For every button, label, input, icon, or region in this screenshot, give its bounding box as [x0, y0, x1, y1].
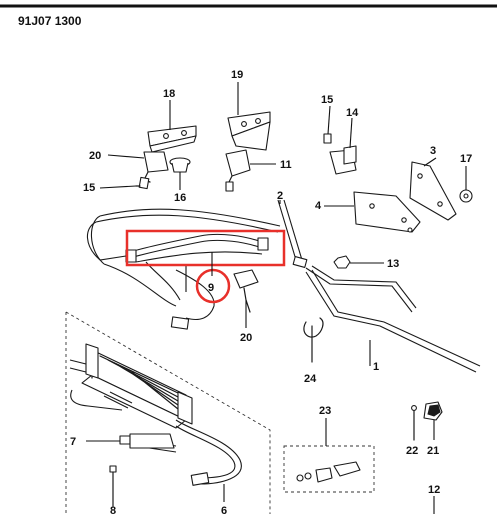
- highlight-circle: [195, 268, 231, 304]
- label-4: 4: [315, 200, 322, 212]
- label-12: 12: [428, 484, 440, 496]
- cap-21: [423, 401, 443, 440]
- clip-20-lower: [233, 269, 259, 328]
- label-18: 18: [163, 88, 175, 100]
- label-16: 16: [174, 192, 186, 204]
- diagram-code: 91J07 1300: [18, 14, 82, 28]
- bracket-19: [227, 82, 271, 151]
- label-21: 21: [427, 445, 439, 457]
- bracket-14: [323, 105, 357, 175]
- label-7: 7: [70, 436, 76, 448]
- label-9: 9: [208, 282, 214, 294]
- bolt-15-left: [99, 176, 150, 190]
- label-11: 11: [280, 159, 292, 171]
- cooler-line-lower-left: [145, 261, 215, 330]
- clip-20-upper: [107, 151, 169, 183]
- label-23: 23: [319, 405, 331, 417]
- label-20-lower: 20: [240, 332, 252, 344]
- cooler-line-6: [135, 419, 242, 486]
- label-24: 24: [304, 373, 317, 385]
- bolt-8: [109, 465, 117, 507]
- label-22: 22: [406, 445, 418, 457]
- label-15-left: 15: [83, 182, 95, 194]
- cooler-line-upper: [86, 208, 281, 307]
- valve-22: [411, 405, 417, 441]
- bracket-18: [147, 100, 197, 153]
- fitting-7: [86, 433, 175, 449]
- label-2: 2: [277, 190, 283, 202]
- highlight-box: [125, 229, 286, 267]
- label-17: 17: [460, 153, 472, 165]
- label-13: 13: [387, 258, 399, 270]
- label-6: 6: [221, 505, 227, 514]
- bracket-4: [324, 191, 421, 233]
- cooler-line-1: [305, 265, 481, 373]
- label-3: 3: [430, 145, 436, 157]
- clamp-24: [303, 317, 324, 363]
- kit-23: [283, 418, 375, 493]
- nut-13: [333, 255, 384, 269]
- cooler-line-9: [125, 233, 269, 263]
- label-20-upper: 20: [89, 150, 101, 162]
- grommet-16: [169, 157, 191, 190]
- clip-11: [225, 149, 276, 192]
- label-19: 19: [231, 69, 243, 81]
- label-8: 8: [110, 505, 116, 514]
- cooler-line-2: [277, 199, 308, 268]
- label-1: 1: [373, 361, 379, 373]
- washer-17: [459, 166, 473, 203]
- cooler-assembly-box: [65, 311, 271, 514]
- label-15-right: 15: [321, 94, 333, 106]
- bracket-3: [409, 157, 457, 221]
- oil-cooler: [69, 343, 193, 429]
- label-14: 14: [346, 107, 359, 119]
